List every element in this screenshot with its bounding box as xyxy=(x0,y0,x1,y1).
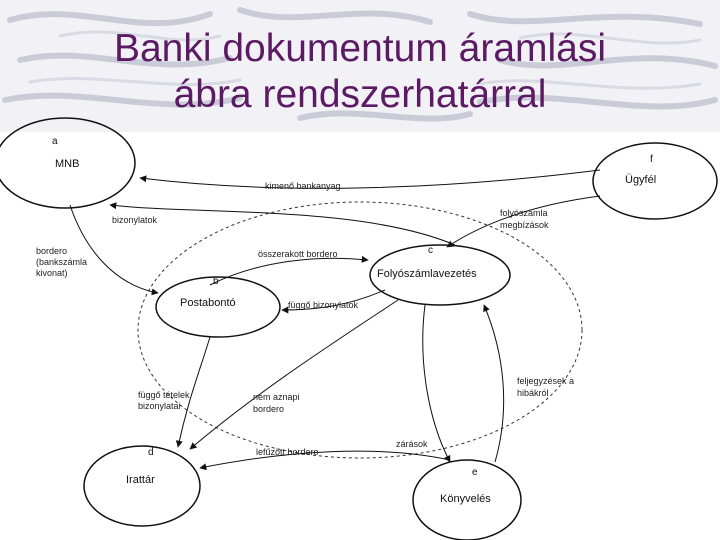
node-b-letter: b xyxy=(213,276,219,287)
flow-nem-aznapi-bordero xyxy=(189,299,399,450)
node-folyoszamlavezetes-label: Folyószámlavezetés xyxy=(377,268,477,280)
flow-label-fuggo-tetelek-1: függő tételek xyxy=(138,390,190,400)
node-irattar-circle[interactable] xyxy=(83,445,201,527)
flow-label-kimeno: kimenő bankanyag xyxy=(265,181,341,191)
flow-label-bordero-1: bordero xyxy=(36,246,68,256)
node-konyveles-label: Könyvelés xyxy=(440,493,491,505)
node-d-letter: d xyxy=(148,447,154,458)
node-postabonto-circle[interactable] xyxy=(155,276,281,338)
node-konyveles-circle[interactable] xyxy=(412,459,522,540)
title-line-2: ábra rendszerhatárral xyxy=(173,73,547,116)
flow-fuggo-tetelek xyxy=(175,336,211,448)
page-title: Banki dokumentum áramlási ábra rendszerh… xyxy=(0,26,720,118)
node-ugyfel-label: Ügyfél xyxy=(625,174,657,186)
flow-label-fuggo-bizonylatok: függő bizonylatok xyxy=(288,300,359,310)
node-c-letter: c xyxy=(428,245,433,256)
decorative-swirl-background xyxy=(2,7,718,122)
flow-label-folyoszamla-1: folyószámla xyxy=(500,208,548,218)
title-line-1: Banki dokumentum áramlási xyxy=(113,27,607,70)
flow-label-folyoszamla-2: megbízások xyxy=(500,220,549,230)
flow-osszerakott-bordero xyxy=(209,255,369,286)
node-f-letter: f xyxy=(650,154,653,165)
flow-bordero xyxy=(69,204,159,296)
title-banner: Banki dokumentum áramlási ábra rendszerh… xyxy=(0,0,720,132)
node-mnb-circle[interactable] xyxy=(0,117,136,209)
flow-label-zarasok: zárások xyxy=(396,439,428,449)
flow-label-feljegyzesek-1: feljegyzések a xyxy=(517,376,575,386)
flow-label-osszerakott: összerakott bordero xyxy=(258,249,338,259)
flow-feljegyzesek xyxy=(483,304,505,463)
flow-fuggo-bizonylatok xyxy=(281,289,386,314)
node-mnb-label: MNB xyxy=(55,158,80,170)
flow-label-feljegyzesek-2: hibákról xyxy=(517,388,549,398)
flow-folyoszamla-megbizasok xyxy=(446,195,601,248)
node-postabonto-label: Postabontó xyxy=(180,297,236,309)
node-e-letter: e xyxy=(472,467,478,478)
flow-label-nem-aznapi-1: nem aznapi xyxy=(253,392,300,402)
flow-kimeno-bankanyag xyxy=(139,169,601,189)
flow-label-nem-aznapi-2: bordero xyxy=(253,404,285,414)
flow-label-bordero-3: kivonat) xyxy=(36,268,68,278)
flow-label-bizonylatok: bizonylatok xyxy=(112,215,158,225)
flow-label-fuggo-tetelek-2: bizonylatai xyxy=(138,401,181,411)
node-a-letter: a xyxy=(52,136,58,147)
flow-lefuzott-bordero xyxy=(199,450,451,471)
node-ugyfel-circle[interactable] xyxy=(592,142,718,220)
node-folyoszamlavezetes-circle[interactable] xyxy=(369,244,511,306)
flow-zarasok xyxy=(422,304,451,463)
flow-label-lefuzott: lefűzött bordero xyxy=(256,447,319,457)
flow-bizonylatok xyxy=(109,202,456,246)
system-boundary xyxy=(137,201,583,459)
flow-label-bordero-2: (bankszámla xyxy=(36,257,88,267)
node-irattar-label: Irattár xyxy=(126,474,155,486)
